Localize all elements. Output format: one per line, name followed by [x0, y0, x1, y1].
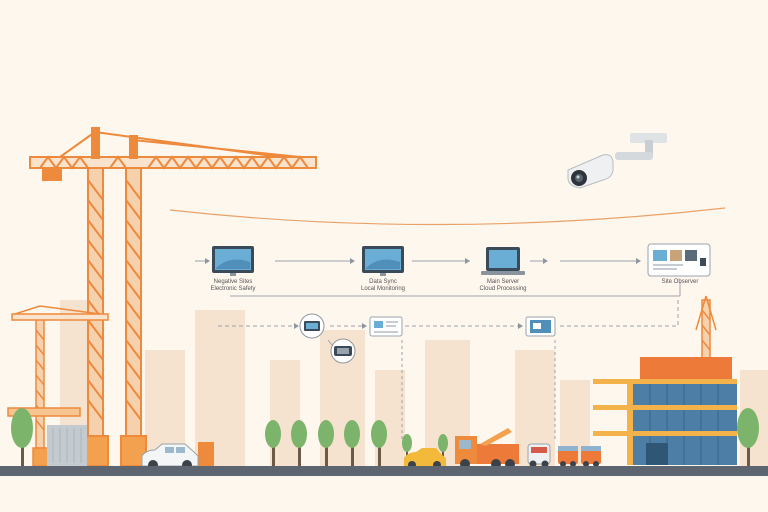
- tree-icon: [318, 420, 334, 466]
- node-label-monitor-2: Data Sync Local Monitoring: [360, 279, 406, 292]
- tree-icon: [291, 420, 307, 466]
- camera-small-icon: [330, 338, 356, 364]
- barrier: [198, 442, 214, 466]
- road: [0, 466, 768, 476]
- node-label-laptop: Main Server Cloud Processing: [479, 279, 527, 292]
- connection-arc: [169, 207, 726, 226]
- tower-crane-icon: [7, 305, 109, 467]
- tree-icon: [737, 408, 759, 466]
- tower-crane-icon: [695, 295, 717, 361]
- flow-lines: [195, 260, 681, 440]
- cart-icon: [558, 446, 578, 467]
- tree-icon: [371, 420, 387, 466]
- node-label-monitor-1: Negative Sites Electronic Safety: [210, 279, 256, 292]
- monitor-icon: [212, 246, 254, 276]
- cart-icon: [581, 446, 601, 467]
- laptop-icon: [481, 247, 525, 275]
- tower-crane-icon: [29, 127, 317, 467]
- tree-icon: [344, 420, 360, 466]
- car-icon: [527, 443, 551, 468]
- tree-icon: [11, 408, 33, 466]
- image-icon: [525, 316, 556, 337]
- monitor-icon: [362, 246, 404, 276]
- report-icon: [369, 316, 403, 337]
- office-building-icon: [593, 357, 737, 465]
- node-label-dashboard: Site Observer: [661, 279, 699, 285]
- flow-arrows: [205, 258, 641, 329]
- security-camera-icon: [567, 133, 667, 189]
- container-ribs: [52, 428, 82, 463]
- tablet-icon: [299, 313, 325, 339]
- dashboard-icon: [647, 243, 711, 277]
- tree-icon: [265, 420, 281, 466]
